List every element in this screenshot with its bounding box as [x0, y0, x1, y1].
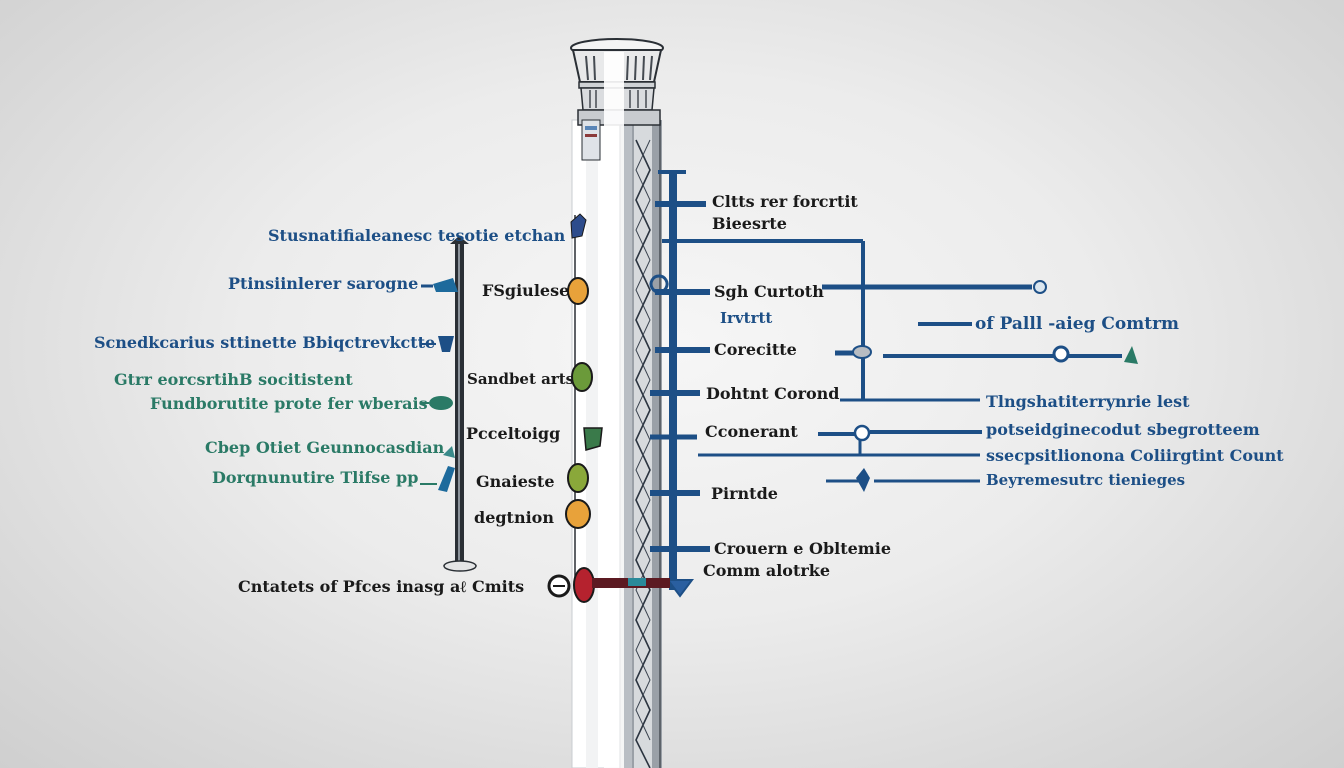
inner-left-label-1: FSgiulese: [482, 281, 570, 300]
inner-right-label-9: Crouern e Obltemie: [714, 539, 891, 558]
inner-right-label-4: Irvtrtt: [720, 309, 773, 327]
inner-left-label-2: Sandbet arts: [467, 370, 575, 388]
inner-right-label-1: Cltts rer forcrtit: [712, 192, 858, 211]
right-blue-frame: [650, 170, 1122, 598]
inner-right-label-2: Bieesrte: [712, 214, 787, 233]
far-right-label-5: Beyremesutrc tienieges: [986, 471, 1186, 489]
pole-badges: [547, 213, 670, 603]
left-icons: [420, 278, 458, 492]
inner-right-label-5: Corecitte: [714, 340, 797, 359]
inner-right-label-6: Dohtnt Corond: [706, 384, 840, 403]
far-right-label-4: ssecpsitlionona Coliirgtint Count: [986, 446, 1284, 465]
left-label-5: Fundborutite prote fer wberais: [150, 394, 428, 413]
left-label-2: Ptinsiinlerer sarogne: [228, 274, 419, 293]
left-label-3: Scnedkcarius sttinette Bbiqctrevkctte: [94, 333, 436, 352]
left-label-1: Stusnatifialeanesc tesotie etchan: [268, 226, 566, 245]
inner-left-label-4: Gnaieste: [476, 472, 555, 491]
connector-markers: [649, 274, 1138, 492]
pole-capital: [570, 38, 664, 768]
far-right-label-3: potseidginecodut sbegrotteem: [986, 420, 1260, 439]
inner-right-label-3: Sgh Curtoth: [714, 282, 824, 301]
left-label-4: Gtrr eorcsrtihB socitistent: [114, 370, 353, 389]
left-label-7: Dorqnunutire Tlifse pp: [212, 468, 419, 487]
inner-left-label-5: degtnion: [474, 508, 554, 527]
far-right-label-2: Tlngshatiterrynrie lest: [986, 392, 1190, 411]
left-label-6: Cbep Otiet Geunnocasdian: [205, 438, 445, 457]
left-label-8: Cntatets of Pfces inasg aℓ Cmits: [238, 577, 525, 596]
inner-right-label-10: Comm alotrke: [703, 561, 831, 580]
far-right-label-1: of Palll -aieg Comtrm: [975, 314, 1180, 334]
inner-left-label-3: Pcceltoigg: [466, 424, 561, 443]
inner-right-label-7: Cconerant: [705, 422, 798, 441]
left-support-rod: [443, 215, 576, 590]
inner-right-label-8: Pirntde: [711, 484, 778, 503]
